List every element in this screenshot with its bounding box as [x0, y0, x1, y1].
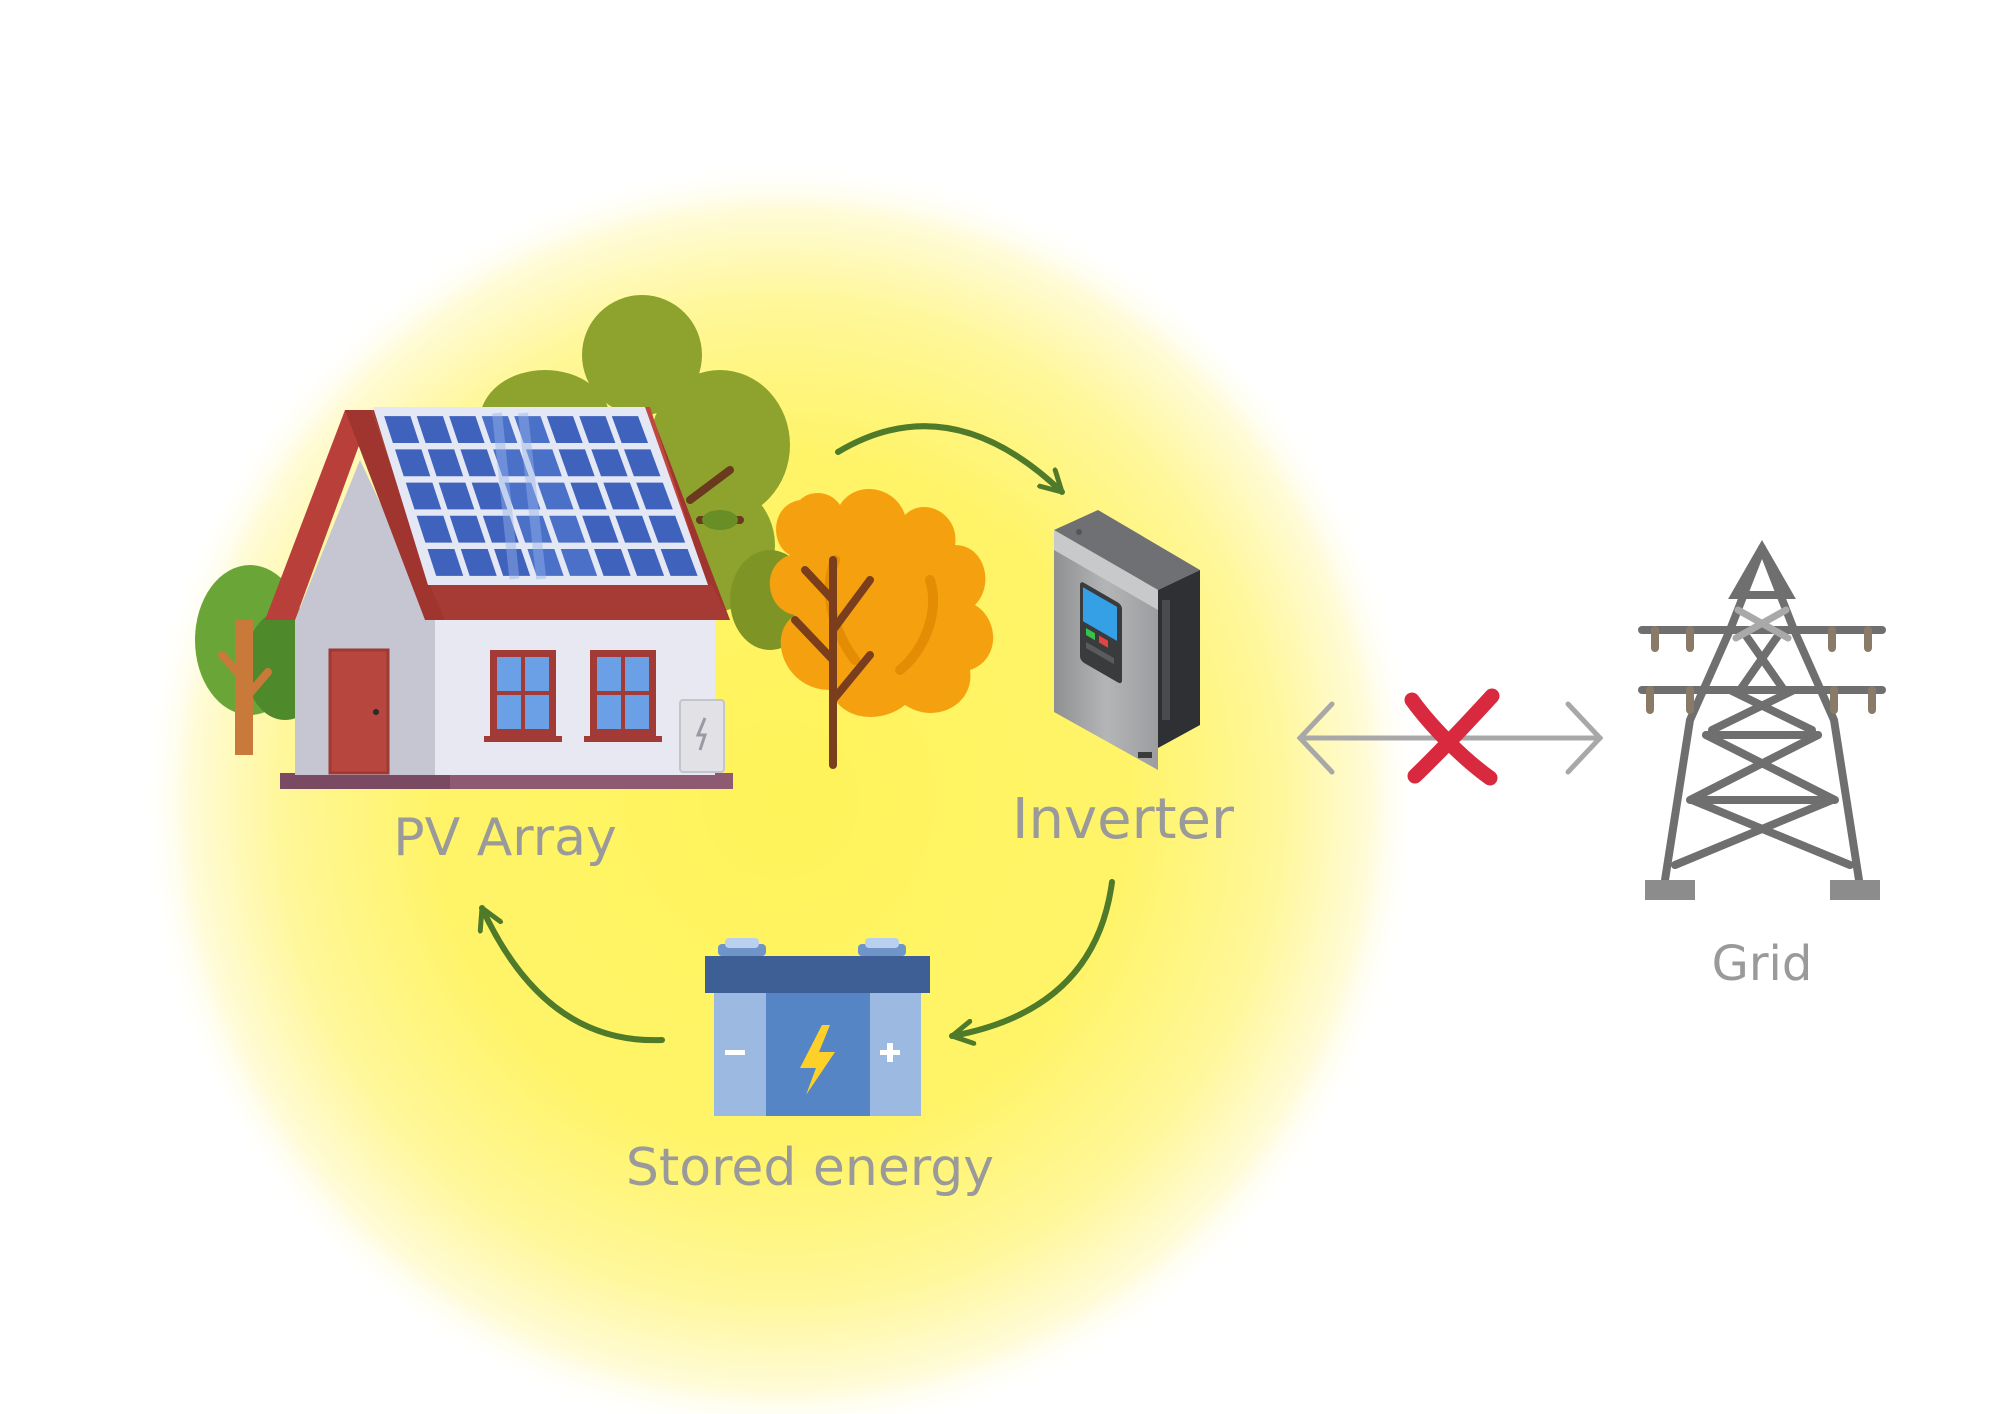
pv-array-label: PV Array: [393, 808, 617, 868]
solar-cell: [582, 515, 619, 543]
solar-cell: [493, 449, 529, 477]
solar-cell: [627, 548, 665, 576]
solar-cell: [660, 548, 698, 576]
solar-cell: [427, 449, 464, 477]
solar-cell: [525, 449, 562, 477]
solar-cell: [394, 449, 431, 477]
solar-cell: [615, 515, 652, 543]
solar-cell: [481, 416, 518, 444]
battery-icon: [705, 938, 930, 1116]
solar-cell: [427, 548, 464, 576]
solar-cell: [494, 548, 531, 576]
solar-cell: [460, 449, 497, 477]
solar-cell: [558, 449, 595, 477]
flow-arrow-inverter-to-battery: [949, 879, 1115, 1036]
tower-footing-left: [1645, 880, 1695, 900]
solar-cell: [449, 515, 486, 543]
solar-cell: [549, 515, 586, 543]
flow-arrow-pv-to-inverter: [835, 423, 1065, 495]
solar-cell: [546, 416, 583, 444]
solar-cell: [514, 416, 551, 444]
solar-cell: [416, 515, 453, 543]
solar-cell: [611, 416, 649, 444]
tower-cross-bracing: [1732, 606, 1792, 642]
inverter-icon: [1054, 510, 1200, 770]
solar-cell: [537, 482, 574, 510]
transmission-tower-icon: [1638, 539, 1886, 884]
solar-cells: [384, 412, 698, 580]
solar-cell: [460, 548, 497, 576]
grid-connection: [1296, 688, 1604, 786]
inverter-label: Inverter: [1012, 787, 1235, 852]
cross-icon: [1404, 688, 1500, 786]
solar-cell: [570, 482, 607, 510]
solar-cell: [579, 416, 616, 444]
solar-cell: [591, 449, 628, 477]
energy-flow-arrows: [482, 423, 1115, 1044]
solar-cell: [594, 548, 631, 576]
solar-cell: [438, 482, 475, 510]
stored-energy-label: Stored energy: [626, 1138, 994, 1198]
solar-cell: [504, 482, 541, 510]
solar-cell: [527, 548, 564, 576]
flow-arrow-battery-to-pv: [482, 905, 665, 1044]
solar-cell: [416, 416, 452, 444]
solar-cell: [624, 449, 661, 477]
grid-label: Grid: [1712, 936, 1813, 992]
solar-cell: [515, 515, 553, 543]
solar-cell: [471, 482, 508, 510]
solar-cell: [449, 416, 485, 444]
solar-cell: [482, 515, 519, 543]
solar-cell: [603, 482, 640, 510]
solar-cell: [636, 482, 673, 510]
tower-footing-right: [1830, 880, 1880, 900]
solar-cell: [405, 482, 442, 510]
solar-cell: [384, 416, 420, 444]
solar-cell: [560, 548, 598, 576]
solar-panel-highlight: [492, 412, 520, 580]
solar-panel-highlight: [518, 412, 547, 580]
solar-cell: [648, 515, 686, 543]
house-with-solar-panels-icon: [265, 407, 733, 789]
